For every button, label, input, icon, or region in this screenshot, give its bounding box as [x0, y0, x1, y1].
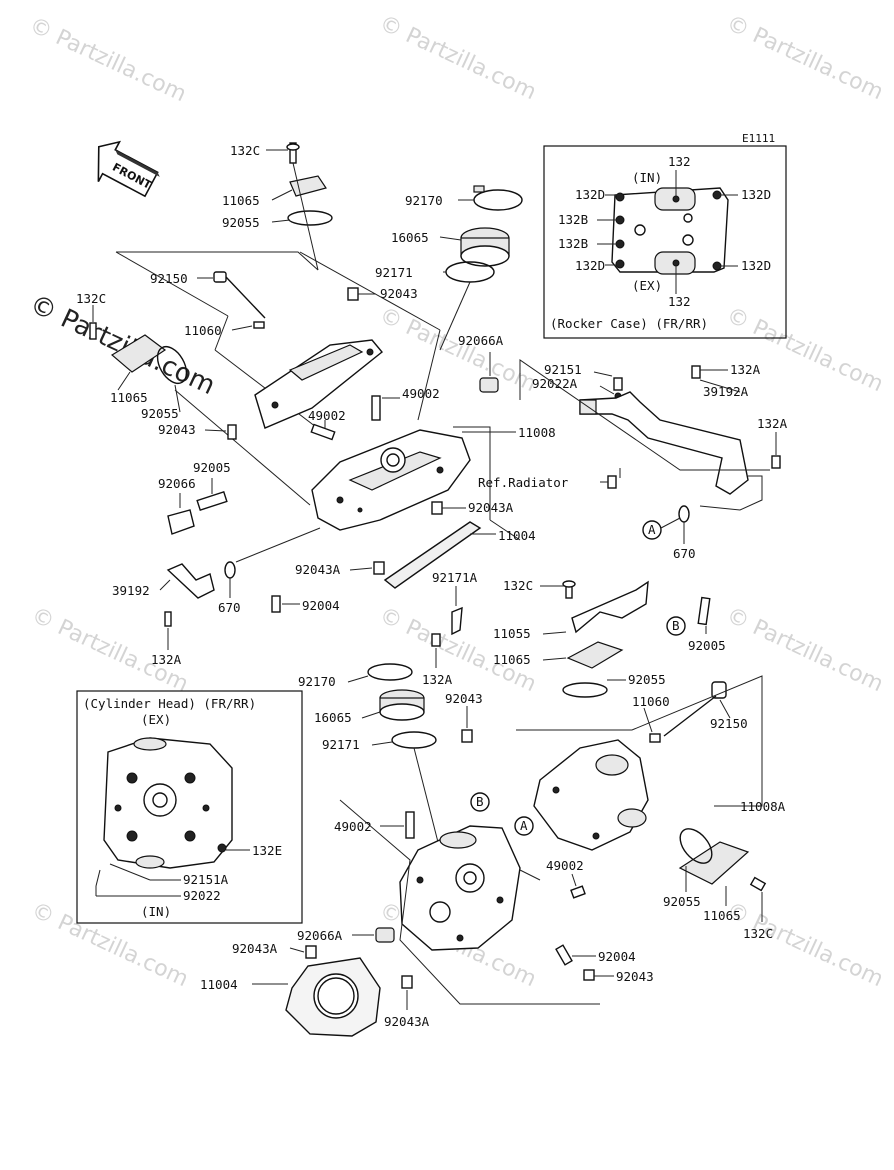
callout-a: A: [520, 818, 528, 833]
label-39192: 39192: [112, 583, 150, 598]
label-39192A: 39192A: [703, 384, 749, 399]
label-132A: 132A: [151, 652, 182, 667]
label-132C: 132C: [503, 578, 533, 593]
callout-b: B: [476, 794, 484, 809]
callout-b: B: [672, 618, 680, 633]
label-132D: 132D: [575, 258, 605, 273]
label-92004: 92004: [302, 598, 340, 613]
label-92043A: 92043A: [232, 941, 278, 956]
label-92066A: 92066A: [297, 928, 343, 943]
label-92171: 92171: [322, 737, 360, 752]
label-11065: 11065: [703, 908, 741, 923]
inset-head-ex-label: (EX): [141, 712, 171, 727]
label-11065: 11065: [110, 390, 148, 405]
label-92043: 92043: [158, 422, 196, 437]
inset-head-caption: (Cylinder Head) (FR/RR): [83, 696, 256, 711]
label-92043: 92043: [616, 969, 654, 984]
label-92004: 92004: [598, 949, 636, 964]
label-132A: 132A: [730, 362, 761, 377]
watermark: © Partzilla.com: [375, 11, 539, 105]
label-132C: 132C: [743, 926, 773, 941]
label-49002: 49002: [546, 858, 584, 873]
label-92043A: 92043A: [384, 1014, 430, 1029]
label-92171A: 92171A: [432, 570, 478, 585]
label-11065: 11065: [222, 193, 260, 208]
inset-rocker-top-label: 132: [668, 154, 691, 169]
label-92055: 92055: [663, 894, 701, 909]
label-16065: 16065: [391, 230, 429, 245]
label-92151: 92151: [544, 362, 582, 377]
label-11008: 11008: [518, 425, 556, 440]
rocker-case-inset: 132 (IN) (EX) 132 (Rocker Case) (FR/RR) …: [543, 145, 787, 339]
label-92150: 92150: [150, 271, 188, 286]
label-49002: 49002: [334, 819, 372, 834]
label-11060: 11060: [184, 323, 222, 338]
inset-rocker-bottom-label: 132: [668, 294, 691, 309]
watermark: © Partzilla.com: [722, 898, 886, 992]
label-11004: 11004: [200, 977, 238, 992]
label-92170: 92170: [405, 193, 443, 208]
label-92171: 92171: [375, 265, 413, 280]
label-92005: 92005: [193, 460, 231, 475]
label-92055: 92055: [141, 406, 179, 421]
label-92055: 92055: [222, 215, 260, 230]
label-92150: 92150: [710, 716, 748, 731]
label-49002: 49002: [402, 386, 440, 401]
label-92043: 92043: [380, 286, 418, 301]
label-92055: 92055: [628, 672, 666, 687]
label-92043A: 92043A: [468, 500, 514, 515]
label-92151A: 92151A: [183, 872, 229, 887]
label-11004: 11004: [498, 528, 536, 543]
watermark: © Partzilla.com: [375, 303, 539, 397]
callout-a: A: [648, 522, 656, 537]
front-cylinder-group: 132C 11065 92055 92150 11060 132C 11065 …: [76, 142, 556, 667]
label-132D: 132D: [741, 258, 771, 273]
label-92043: 92043: [445, 691, 483, 706]
label-11008A: 11008A: [740, 799, 786, 814]
watermark: © Partzilla.com: [25, 13, 189, 107]
label-670: 670: [218, 600, 241, 615]
label-11055: 11055: [493, 626, 531, 641]
label-132C: 132C: [76, 291, 106, 306]
cylinder-head-inset: (Cylinder Head) (FR/RR) (EX) (IN) 132E 9…: [76, 690, 303, 924]
label-16065: 16065: [314, 710, 352, 725]
inset-rocker-in-label: (IN): [632, 170, 662, 185]
inset-rocker-caption: (Rocker Case) (FR/RR): [550, 316, 708, 331]
label-92022: 92022: [183, 888, 221, 903]
diagram-id: E1111: [742, 132, 775, 145]
rear-cylinder-group: 132C 11055 11065 92055 B 92005 11060 921…: [200, 570, 786, 1037]
label-132C: 132C: [230, 143, 260, 158]
label-11060: 11060: [632, 694, 670, 709]
label-11065: 11065: [493, 652, 531, 667]
watermark: © Partzilla.com: [722, 603, 886, 697]
inset-rocker-ex-label: (EX): [632, 278, 662, 293]
label-132D: 132D: [575, 187, 605, 202]
label-49002: 49002: [308, 408, 346, 423]
label-92170: 92170: [298, 674, 336, 689]
label-132B: 132B: [558, 212, 588, 227]
front-arrow: FRONT: [97, 140, 160, 198]
label-92005: 92005: [688, 638, 726, 653]
label-92066: 92066: [158, 476, 196, 491]
label-132A: 132A: [757, 416, 788, 431]
label-132A: 132A: [422, 672, 453, 687]
label-132E: 132E: [252, 843, 282, 858]
label-92043A: 92043A: [295, 562, 341, 577]
water-pipe-group: 92151 92022A 132A 39192A 132A Ref.Radiat…: [478, 359, 788, 561]
label-92066A: 92066A: [458, 333, 504, 348]
ref-radiator: Ref.Radiator: [478, 475, 569, 490]
label-670: 670: [673, 546, 696, 561]
label-132B: 132B: [558, 236, 588, 251]
inset-head-in-label: (IN): [141, 904, 171, 919]
watermark: © Partzilla.com: [722, 11, 886, 105]
label-132D: 132D: [741, 187, 771, 202]
